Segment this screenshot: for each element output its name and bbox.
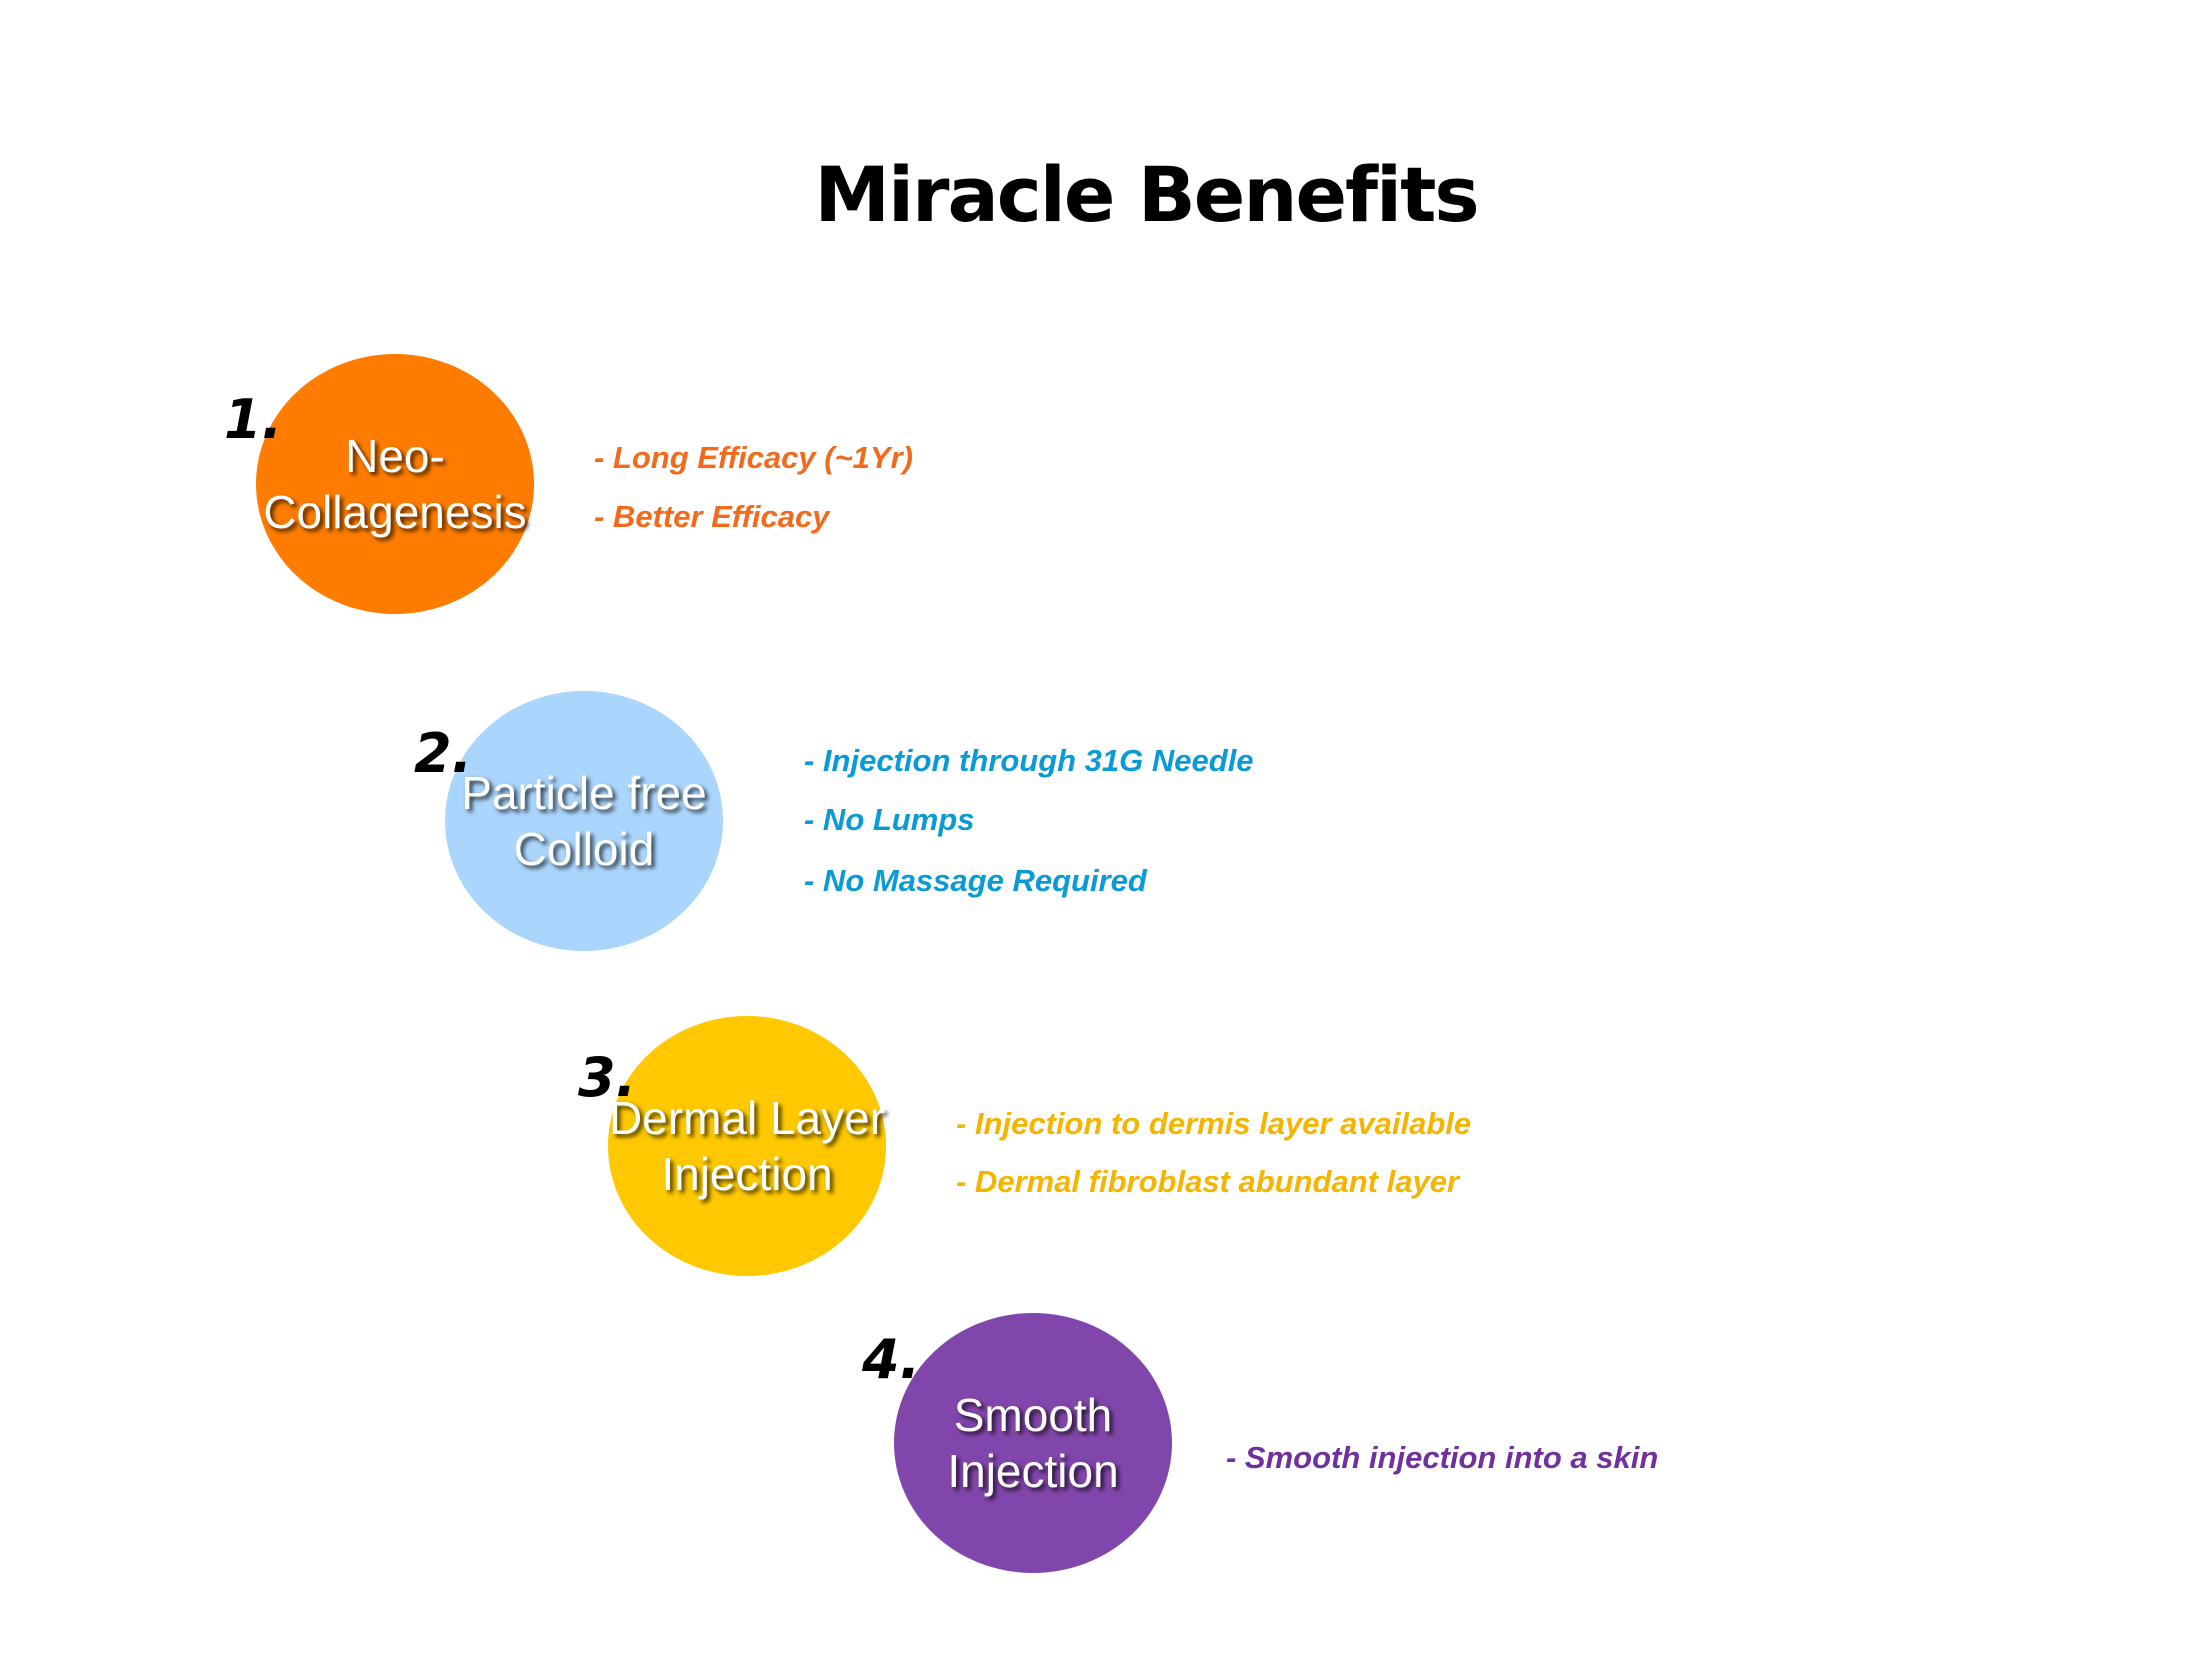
circle-label-line1: Smooth bbox=[953, 1389, 1113, 1441]
benefit-number: 2. bbox=[414, 722, 473, 785]
benefit-point: - No Massage Required bbox=[804, 863, 1147, 898]
benefit-number: 1. bbox=[224, 388, 283, 451]
circle-label-line2: Colloid bbox=[513, 823, 655, 875]
circle-label-line2: Injection bbox=[947, 1445, 1119, 1497]
benefit-point: - Better Efficacy bbox=[594, 499, 830, 534]
circle-label-line2: Collagenesis bbox=[263, 486, 527, 538]
circle-label-line1: Particle free bbox=[461, 767, 707, 819]
benefit-point: - Dermal fibroblast abundant layer bbox=[956, 1164, 1459, 1199]
circle-label-line2: Injection bbox=[661, 1148, 833, 1200]
circle-label-line1: Dermal Layer bbox=[608, 1092, 886, 1144]
page-title: Miracle Benefits bbox=[814, 150, 1479, 239]
benefit-number: 3. bbox=[578, 1046, 637, 1109]
benefit-point: - No Lumps bbox=[804, 802, 975, 837]
benefit-point: - Injection to dermis layer available bbox=[956, 1106, 1472, 1141]
benefit-number: 4. bbox=[862, 1328, 921, 1391]
benefit-point: - Long Efficacy (~1Yr) bbox=[594, 440, 913, 475]
benefit-point: - Injection through 31G Needle bbox=[804, 743, 1254, 778]
benefit-point: - Smooth injection into a skin bbox=[1226, 1440, 1659, 1475]
benefit-circle-neo-collagenesis: Neo-Collagenesis bbox=[256, 354, 534, 614]
circle-label-line1: Neo- bbox=[345, 430, 445, 482]
